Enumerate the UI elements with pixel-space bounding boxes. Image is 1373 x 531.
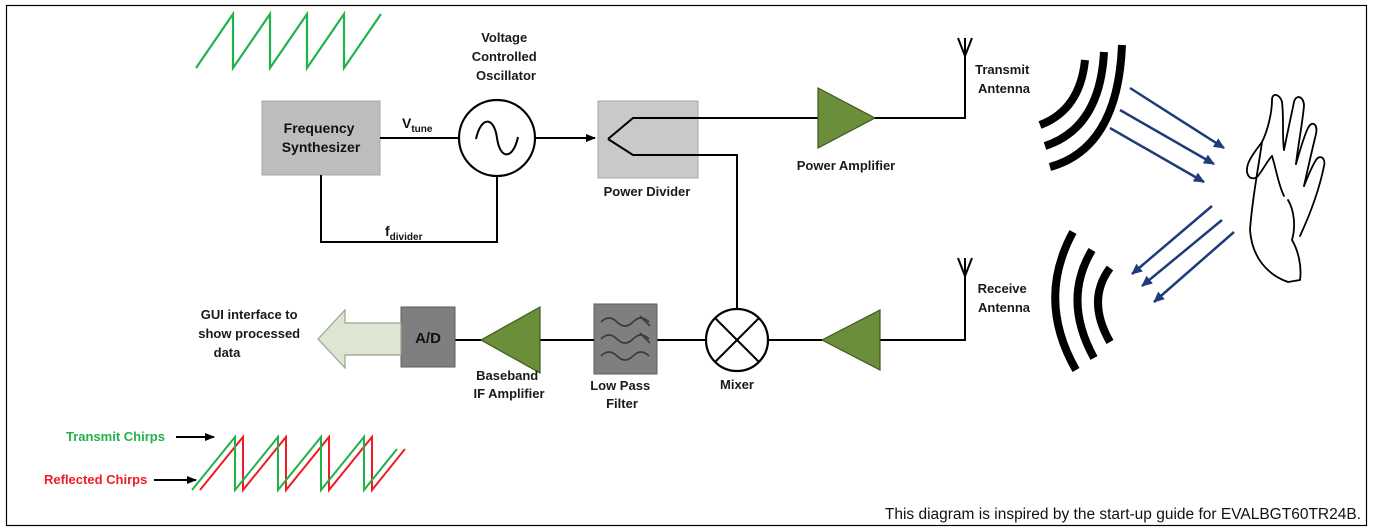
transmit-feed-line xyxy=(875,50,966,119)
transmit-wave-arcs xyxy=(1038,44,1126,171)
transmitted-wave-arrows xyxy=(1109,86,1225,184)
gui-output-arrow xyxy=(317,308,402,370)
mixer-cross-icon xyxy=(714,317,760,363)
low-pass-filter-block xyxy=(593,303,658,375)
adc-block xyxy=(400,306,456,368)
transmit-antenna-icon xyxy=(957,37,973,57)
power-divider-block xyxy=(597,100,699,179)
baseband-amplifier-triangle xyxy=(479,305,541,375)
receive-wave-arcs xyxy=(1051,230,1114,372)
reflected-chirps-label: Reflected Chirps xyxy=(44,472,147,487)
sawtooth-waveform xyxy=(195,10,382,72)
filter-wave-icon xyxy=(600,315,651,361)
vco-label: Voltage Controlled Oscillator xyxy=(472,30,541,83)
power-divider-split-lines xyxy=(607,117,880,310)
receive-antenna-label: Receive Antenna xyxy=(978,281,1031,315)
transmit-chirps-label: Transmit Chirps xyxy=(66,429,165,444)
adc-label: A/D xyxy=(415,330,441,347)
power-divider-label: Power Divider xyxy=(604,184,691,199)
receive-amplifier-triangle xyxy=(820,309,881,371)
sine-wave-icon xyxy=(475,120,519,156)
vtune-label: Vtune xyxy=(402,115,433,135)
frequency-synthesizer-block xyxy=(261,100,381,176)
diagram-frame xyxy=(5,4,1368,527)
frequency-synthesizer-label: Frequency Synthesizer xyxy=(282,120,361,155)
low-pass-filter-label: Low Pass Filter xyxy=(590,378,654,411)
power-amplifier-label: Power Amplifier xyxy=(797,158,895,173)
feedback-loop-line xyxy=(320,175,498,243)
receive-feed-line xyxy=(880,270,966,341)
transmit-antenna-label: Transmit Antenna xyxy=(975,62,1033,96)
power-amplifier-triangle xyxy=(817,87,877,149)
mixer-label: Mixer xyxy=(720,377,754,392)
hand-icon xyxy=(1246,94,1326,283)
baseband-amplifier-label: Baseband IF Amplifier xyxy=(473,368,544,401)
transmit-chirp-waveform xyxy=(191,434,398,493)
fdivider-label: fdivider xyxy=(385,223,423,243)
reflected-wave-arrows xyxy=(1131,205,1235,303)
source-caption: This diagram is inspired by the start-up… xyxy=(885,506,1361,523)
gui-interface-label: GUI interface to show processed data xyxy=(198,307,304,360)
reflected-chirp-waveform xyxy=(199,434,406,493)
